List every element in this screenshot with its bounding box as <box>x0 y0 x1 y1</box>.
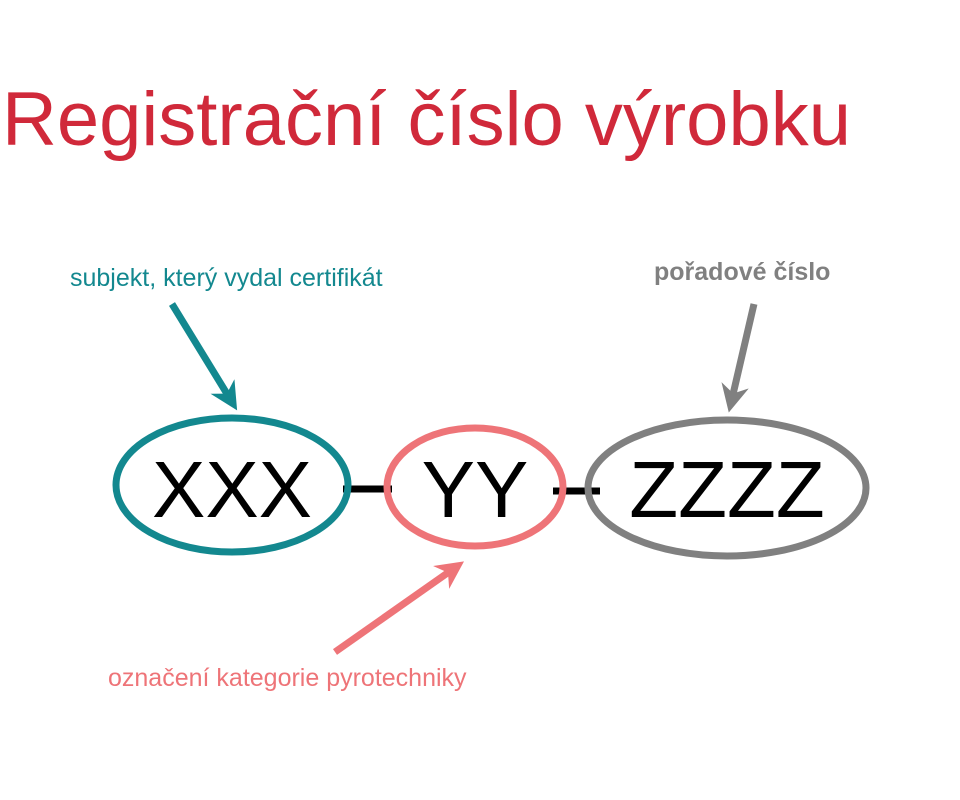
issuer-ellipse <box>112 414 352 556</box>
issuer-label: subjekt, který vydal certifikát <box>70 264 383 292</box>
serial-code: ZZZZ <box>629 445 824 534</box>
serial-ellipse <box>584 416 870 560</box>
serial-arrow <box>721 303 758 413</box>
category-arrow <box>332 561 465 655</box>
category-ellipse <box>383 424 567 550</box>
issuer-arrow <box>169 302 238 411</box>
serial-number-label: pořadové číslo <box>654 258 831 286</box>
page-title: Registrační číslo výrobku <box>2 77 851 162</box>
category-label: označení kategorie pyrotechniky <box>108 664 467 692</box>
category-code: YY <box>422 445 529 534</box>
issuer-code: XXX <box>152 445 312 534</box>
